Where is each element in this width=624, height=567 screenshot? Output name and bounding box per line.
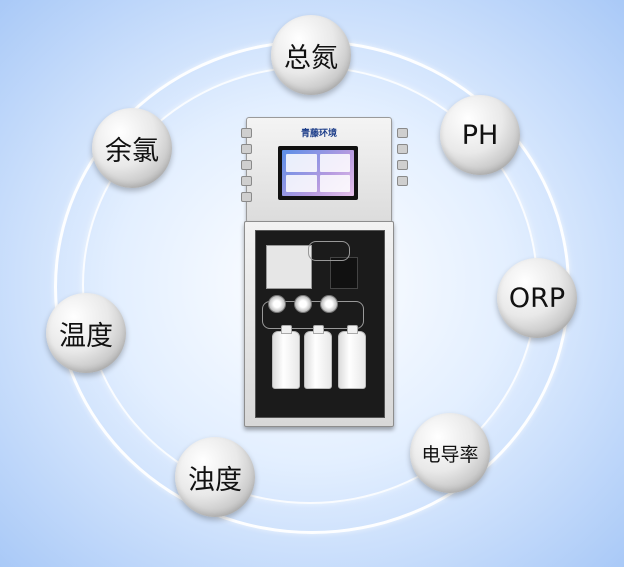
reagent-bottle (304, 325, 332, 389)
reagent-bottle (272, 325, 300, 389)
cable-gland (241, 192, 252, 202)
cable-glands-left (241, 128, 252, 208)
conductivity-bubble: 电导率 (410, 413, 490, 493)
cable-gland (397, 160, 408, 170)
tubing (308, 241, 350, 261)
cable-gland (397, 144, 408, 154)
screen-tile (319, 154, 350, 172)
cable-glands-right (397, 128, 408, 192)
screen-tile (319, 174, 350, 192)
cable-gland (241, 176, 252, 186)
total-nitrogen-bubble: 总氮 (271, 15, 351, 95)
touch-screen (278, 146, 358, 200)
brand-label: 青藤环境 (300, 129, 337, 139)
temperature-bubble: 温度 (46, 293, 126, 373)
screen-tile (286, 154, 317, 172)
water-quality-analyzer: 青藤环境 (238, 117, 408, 427)
reagent-bottle (338, 325, 366, 389)
orp-bubble: ORP (497, 258, 577, 338)
screen-display (282, 150, 354, 196)
screen-tile (286, 174, 317, 192)
peristaltic-pump (268, 295, 286, 313)
cabinet-window (255, 230, 385, 418)
analyzer-body (244, 221, 394, 427)
cable-gland (397, 176, 408, 186)
control-board (266, 245, 312, 289)
cable-gland (241, 128, 252, 138)
cable-gland (241, 144, 252, 154)
analyzer-lid: 青藤环境 (241, 117, 408, 223)
turbidity-bubble: 浊度 (175, 437, 255, 517)
cable-gland (397, 128, 408, 138)
residual-chlorine-bubble: 余氯 (92, 108, 172, 188)
peristaltic-pump (294, 295, 312, 313)
cable-gland (241, 160, 252, 170)
ph-bubble: PH (440, 95, 520, 175)
flow-meter (330, 257, 358, 289)
peristaltic-pump (320, 295, 338, 313)
